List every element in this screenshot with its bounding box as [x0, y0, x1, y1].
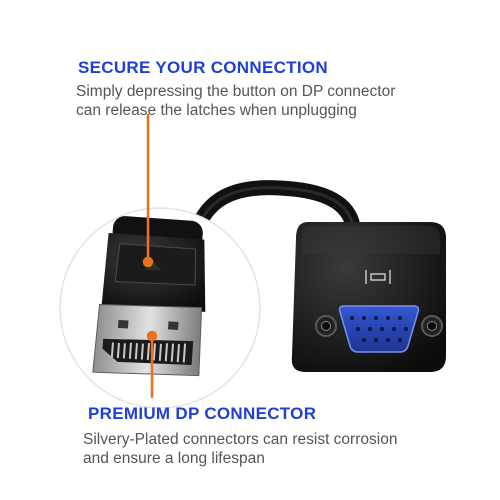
premium-dp-connector-description: Silvery-Plated connectors can resist cor…	[83, 430, 483, 468]
secure-connection-description: Simply depressing the button on DP conne…	[76, 82, 476, 120]
description-line: can release the latches when unplugging	[76, 102, 357, 119]
vga-port-icon	[365, 270, 391, 284]
vga-adapter-body	[291, 222, 446, 372]
dp-connector	[92, 216, 206, 377]
secure-connection-heading: SECURE YOUR CONNECTION	[78, 58, 328, 77]
dp-latch-left	[117, 319, 129, 329]
vga-screw-right	[421, 315, 443, 337]
pointer-line-bottom	[146, 330, 158, 398]
pointer-line-top	[142, 114, 154, 268]
vga-pins	[350, 316, 408, 342]
premium-dp-connector-heading: PREMIUM DP CONNECTOR	[88, 404, 317, 423]
description-line: Simply depressing the button on DP conne…	[76, 83, 396, 100]
dp-latch-right	[167, 321, 179, 331]
vga-screw-left	[315, 315, 337, 337]
description-line: Silvery-Plated connectors can resist cor…	[83, 431, 398, 448]
description-line: and ensure a long lifespan	[83, 450, 265, 467]
release-button	[114, 243, 197, 286]
dp-contacts	[110, 342, 187, 363]
